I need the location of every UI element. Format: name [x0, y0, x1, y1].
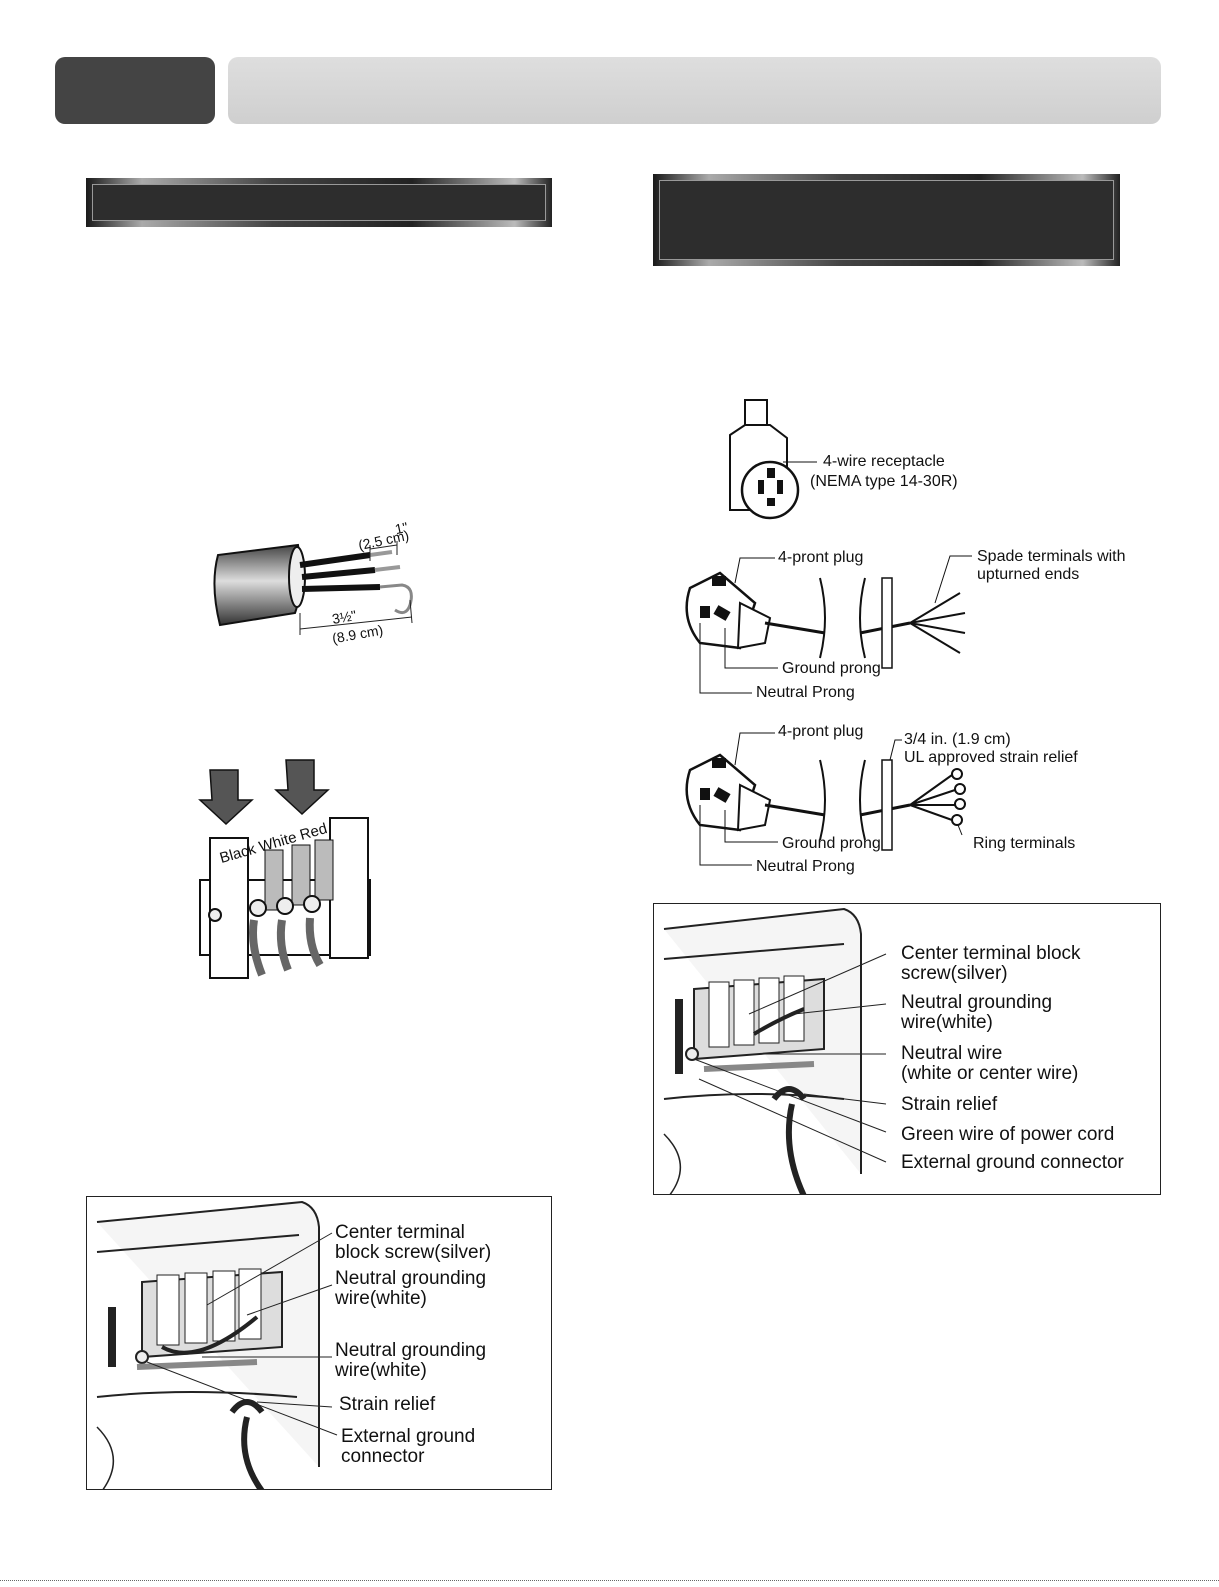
center-screw-label-1: Center terminal	[335, 1222, 465, 1243]
neutral-ground-b-label-1: Neutral grounding	[335, 1340, 487, 1361]
neutral-prong-ring-label: Neutral Prong	[756, 858, 855, 875]
receptacle-label-2: (NEMA type 14-30R)	[810, 473, 958, 490]
three-wire-illustration	[96, 1200, 338, 1489]
terminal-block-illustration	[198, 759, 371, 979]
strain-relief-label: Strain relief	[339, 1394, 436, 1415]
neutral-ground-4w-label-1: Neutral grounding	[901, 992, 1053, 1013]
receptacle-diagram: 4-wire receptacle (NEMA type 14-30R)	[725, 399, 1015, 525]
cord-illustration	[213, 541, 413, 635]
header-bar	[228, 57, 1161, 124]
center-screw-4w-label-1: Center terminal block	[901, 943, 1081, 964]
header-tab	[55, 57, 215, 124]
four-wire-connection-box: Center terminal block screw(silver) Neut…	[653, 903, 1161, 1195]
three-wire-connection-box: Center terminal block screw(silver) Neut…	[86, 1196, 552, 1490]
plug-spade-diagram: 4-pront plug Spade terminals with upturn…	[680, 548, 1170, 713]
ring-terminals-label: Ring terminals	[973, 835, 1076, 852]
four-wire-illustration	[663, 907, 887, 1194]
spade-terminals-label-2: upturned ends	[977, 566, 1080, 583]
terminal-block-diagram: Black White Red	[190, 759, 390, 985]
neutral-wire-label-2: (white or center wire)	[901, 1063, 1079, 1084]
center-screw-label-2: block screw(silver)	[335, 1242, 492, 1263]
section-bar-right	[653, 174, 1120, 266]
neutral-prong-spade-label: Neutral Prong	[756, 684, 855, 701]
ground-prong-ring-label: Ground prong	[782, 835, 881, 852]
plug-spade-label: 4-pront plug	[778, 549, 864, 566]
center-screw-4w-label-2: screw(silver)	[901, 963, 1008, 984]
receptacle-label-1: 4-wire receptacle	[823, 453, 945, 470]
plug-ring-label: 4-pront plug	[778, 723, 864, 740]
strain-relief-4w-label: Strain relief	[901, 1094, 998, 1115]
spade-terminals-label-1: Spade terminals with	[977, 548, 1126, 565]
ground-prong-spade-label: Ground prong	[782, 660, 881, 677]
ext-ground-4w-label: External ground connector	[901, 1152, 1124, 1173]
strain-relief-size-label-1: 3/4 in. (1.9 cm)	[904, 731, 1011, 748]
neutral-ground-a-label-2: wire(white)	[335, 1288, 427, 1309]
plug-spade-illustration	[685, 555, 972, 694]
plug-ring-illustration	[685, 732, 966, 866]
ext-ground-label-1: External ground	[341, 1426, 476, 1447]
plug-ring-diagram: 4-pront plug 3/4 in. (1.9 cm) UL approve…	[680, 723, 1170, 895]
green-wire-label: Green wire of power cord	[901, 1124, 1115, 1145]
footer-rule	[0, 1580, 1219, 1582]
section-bar-left	[86, 178, 552, 227]
strain-relief-size-label-2: UL approved strain relief	[904, 749, 1078, 766]
neutral-ground-4w-label-2: wire(white)	[901, 1012, 993, 1033]
receptacle-illustration	[729, 399, 817, 520]
cord-strip-diagram: 1" (2.5 cm) 3½" (8.9 cm)	[210, 519, 440, 665]
ext-ground-label-2: connector	[341, 1446, 425, 1467]
neutral-ground-b-label-2: wire(white)	[335, 1360, 427, 1381]
neutral-ground-a-label-1: Neutral grounding	[335, 1268, 487, 1289]
neutral-wire-label-1: Neutral wire	[901, 1043, 1003, 1064]
